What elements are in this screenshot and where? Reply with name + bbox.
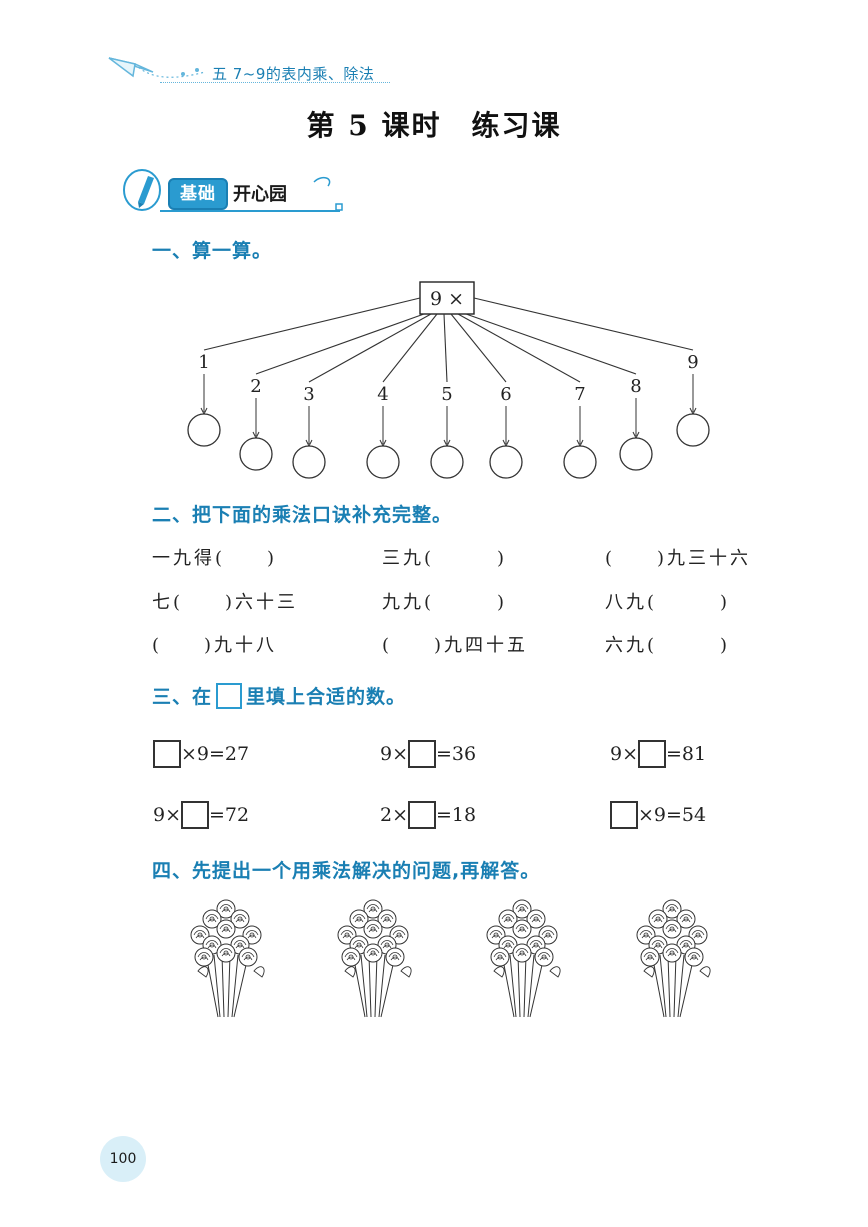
question-3-title: 三、在 里填上合适的数。 <box>152 682 406 709</box>
tree-branch-line <box>203 297 421 351</box>
answer-circle[interactable] <box>366 445 400 479</box>
tree-branch-line <box>465 313 637 375</box>
answer-box[interactable] <box>638 740 667 768</box>
flower-bouquet-icon <box>636 899 711 1018</box>
tree-root-box <box>419 281 475 315</box>
answer-box[interactable] <box>408 740 437 768</box>
fill-item: 六九( ) <box>605 635 731 656</box>
section-underline <box>160 210 340 212</box>
tree-branch-line <box>473 297 694 351</box>
flower-bouquet-icon <box>337 899 412 1018</box>
equation-text: =72 <box>209 804 250 826</box>
equation-text: =36 <box>436 743 477 765</box>
tree-root-label: 9 × <box>430 288 464 310</box>
equation-text: =81 <box>666 743 707 765</box>
fill-item: ( )九十八 <box>152 635 278 656</box>
flower-bouquet-icon <box>190 899 265 1018</box>
tree-multiplier-label: 8 <box>630 376 641 397</box>
equation: 9× =72 <box>153 801 249 829</box>
tree-branch-line <box>308 313 432 383</box>
tree-multiplier-label: 4 <box>377 384 388 405</box>
answer-box[interactable] <box>153 740 181 768</box>
question-3-title-after: 里填上合适的数。 <box>246 686 407 708</box>
fill-item: 三九( ) <box>382 548 508 569</box>
answer-box[interactable] <box>408 801 437 829</box>
equation-text: 9× <box>153 804 182 826</box>
equation-text: =18 <box>436 804 477 826</box>
fill-item: 九九( ) <box>382 592 508 613</box>
answer-box[interactable] <box>610 801 638 829</box>
fill-item: 八九( ) <box>605 592 731 613</box>
equation-text: ×9=27 <box>181 743 250 765</box>
equation-text: 2× <box>380 804 409 826</box>
question-4-title: 四、先提出一个用乘法解决的问题,再解答。 <box>152 860 541 882</box>
tree-multiplier-label: 5 <box>441 384 452 405</box>
fill-item: 一九得( ) <box>152 548 278 569</box>
lesson-title: 第 5 课时 练习课 <box>306 109 562 142</box>
tree-branch-line <box>443 313 448 383</box>
fill-item: ( )九四十五 <box>382 635 529 656</box>
tree-multiplier-label: 1 <box>198 352 209 373</box>
section-badge: 基础 <box>168 178 228 210</box>
answer-circle[interactable] <box>239 437 273 471</box>
equation: 2× =18 <box>380 801 476 829</box>
header-rule <box>160 82 390 83</box>
answer-circle[interactable] <box>430 445 464 479</box>
bouquet-row <box>170 895 730 1025</box>
answer-box-sample <box>216 682 243 709</box>
tree-multiplier-label: 7 <box>574 384 585 405</box>
question-3-title-before: 三、在 <box>152 686 213 708</box>
answer-circle[interactable] <box>489 445 523 479</box>
tree-branch-line <box>457 313 581 383</box>
page-number: 100 <box>100 1136 146 1182</box>
equation: 9× =36 <box>380 740 476 768</box>
question-2-title: 二、把下面的乘法口诀补充完整。 <box>152 504 453 526</box>
paper-plane-icon <box>108 57 206 78</box>
tree-branch-line <box>450 313 507 383</box>
equation-text: ×9=54 <box>638 804 707 826</box>
fill-item: 七( )六十三 <box>152 592 299 613</box>
tree-multiplier-label: 3 <box>303 384 314 405</box>
question-1-title: 一、算一算。 <box>152 240 273 262</box>
tree-branch-line <box>255 313 425 375</box>
pencil-icon <box>123 169 161 211</box>
answer-circle[interactable] <box>292 445 326 479</box>
equation: ×9=27 <box>153 740 249 768</box>
equation-text: 9× <box>610 743 639 765</box>
equation-text: 9× <box>380 743 409 765</box>
answer-circle[interactable] <box>187 413 221 447</box>
equation: ×9=54 <box>610 801 706 829</box>
flower-bouquet-icon <box>486 899 561 1018</box>
answer-box[interactable] <box>181 801 210 829</box>
fill-item: ( )九三十六 <box>605 548 752 569</box>
answer-circle[interactable] <box>563 445 597 479</box>
tree-multiplier-label: 6 <box>500 384 511 405</box>
equation: 9× =81 <box>610 740 706 768</box>
chapter-heading: 五 7~9的表内乘、除法 <box>212 65 375 83</box>
tree-multiplier-label: 2 <box>250 376 261 397</box>
swirl-icon <box>313 176 343 211</box>
section-name: 开心园 <box>233 184 287 205</box>
multiplication-tree: 9 × 1 2 3 4 5 6 7 8 9 <box>187 281 710 479</box>
answer-circle[interactable] <box>619 437 653 471</box>
tree-multiplier-label: 9 <box>687 352 698 373</box>
answer-circle[interactable] <box>676 413 710 447</box>
tree-branch-line <box>382 313 438 383</box>
